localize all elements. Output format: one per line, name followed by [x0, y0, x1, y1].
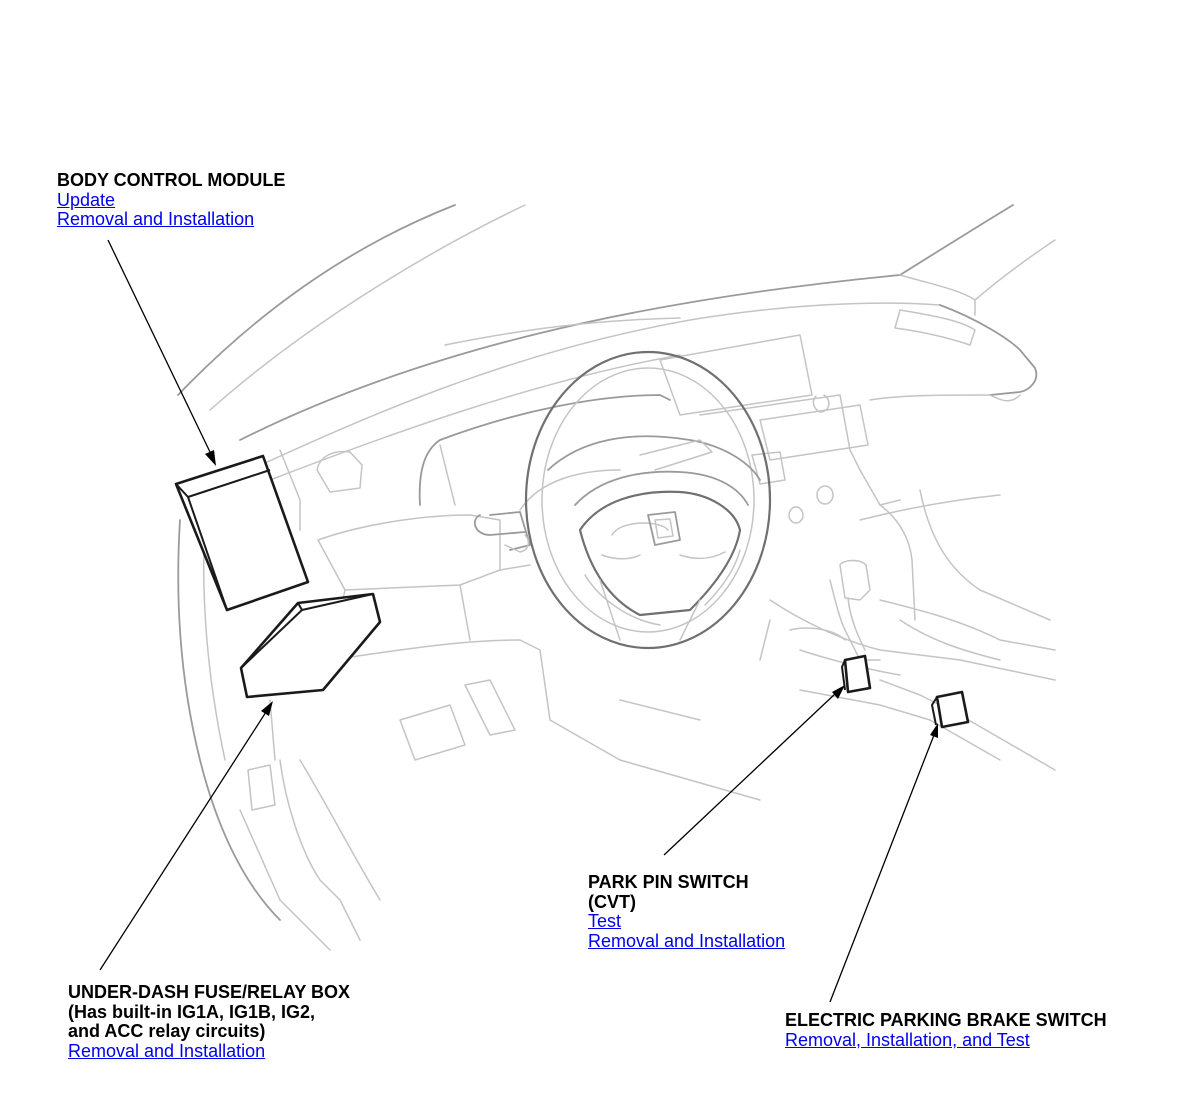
center-console — [759, 489, 1056, 771]
electric-parking-brake-switch-shape — [931, 690, 970, 729]
column-stalks — [473, 511, 531, 553]
park-pin-switch-removal-link[interactable]: Removal and Installation — [588, 930, 786, 951]
electric-parking-brake-switch-title: ELECTRIC PARKING BRAKE SWITCH — [785, 1010, 1107, 1030]
callout-under-dash-fuse-relay-box: UNDER-DASH FUSE/RELAY BOX (Has built-in … — [68, 982, 351, 1061]
left-door-panel — [177, 519, 381, 951]
dashboard — [249, 302, 1038, 524]
leader-electric-parking-brake-switch — [829, 723, 938, 1003]
park-pin-switch-shape — [841, 654, 872, 694]
callout-body-control-module: BODY CONTROL MODULE Update Removal and I… — [57, 170, 286, 230]
park-pin-switch-test-link[interactable]: Test — [588, 911, 622, 931]
under-dash-fuse-relay-box-shape — [239, 592, 382, 699]
steering-wheel — [524, 350, 772, 650]
windshield-frame — [177, 204, 1056, 441]
under-dash-fuse-relay-box-removal-link[interactable]: Removal and Installation — [68, 1040, 266, 1061]
body-control-module-update-link[interactable]: Update — [57, 189, 116, 210]
callout-electric-parking-brake-switch: ELECTRIC PARKING BRAKE SWITCH Removal, I… — [785, 1010, 1107, 1050]
leader-park-pin-switch — [663, 685, 845, 856]
under-dash-fuse-relay-box-subtitle-2: and ACC relay circuits) — [68, 1021, 266, 1041]
park-pin-switch-subtitle: (CVT) — [588, 891, 636, 912]
floor-and-pedals — [399, 639, 761, 801]
body-control-module-title: BODY CONTROL MODULE — [57, 170, 286, 190]
electric-parking-brake-switch-link[interactable]: Removal, Installation, and Test — [785, 1029, 1030, 1050]
under-dash-fuse-relay-box-title: UNDER-DASH FUSE/RELAY BOX — [68, 982, 351, 1002]
callout-park-pin-switch: PARK PIN SWITCH (CVT) Test Removal and I… — [588, 872, 786, 951]
park-pin-switch-title: PARK PIN SWITCH — [588, 872, 749, 892]
under-dash-fuse-relay-box-subtitle-1: (Has built-in IG1A, IG1B, IG2, — [68, 1001, 316, 1022]
body-control-module-removal-link[interactable]: Removal and Installation — [57, 209, 255, 229]
body-control-module-shape — [174, 454, 310, 612]
leader-under-dash-fuse-relay-box — [99, 701, 273, 971]
leader-body-control-module — [107, 239, 216, 466]
